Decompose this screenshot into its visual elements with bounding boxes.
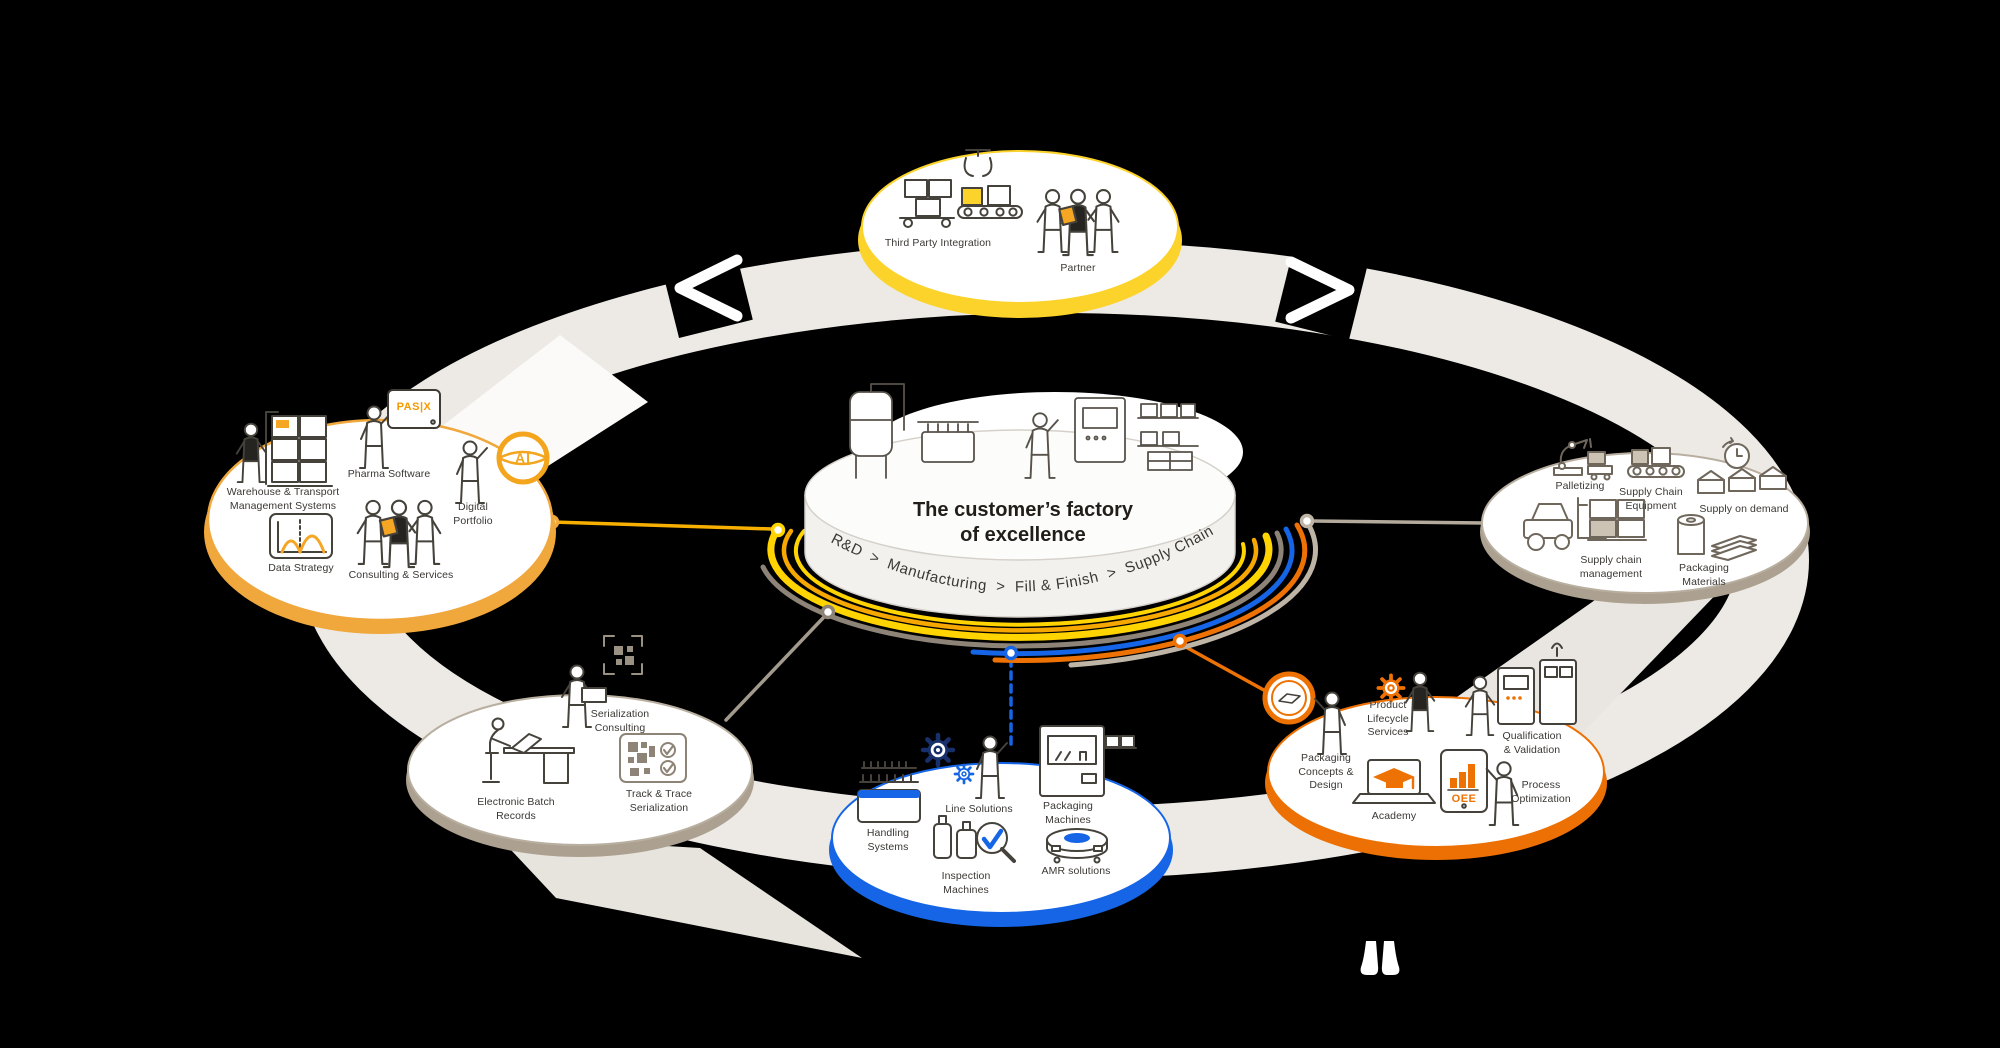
label-data-strategy: Data Strategy bbox=[268, 562, 334, 574]
track-trace-icon bbox=[619, 733, 687, 783]
label-process-optimization: Process Optimization bbox=[1511, 779, 1571, 805]
label-qualification-validation: Qualification & Validation bbox=[1502, 730, 1562, 756]
label-packaging-concepts: Packaging Concepts & Design bbox=[1298, 752, 1354, 792]
packaging-machines-icon bbox=[1039, 725, 1137, 797]
label-consulting-services: Consulting & Services bbox=[348, 569, 454, 581]
serialization-consulting-icon bbox=[561, 635, 643, 728]
supply-chain-equipment-icon bbox=[1627, 447, 1685, 478]
pharma-software-icon bbox=[359, 389, 441, 469]
factory-title: The customer’s factory of excellence bbox=[912, 499, 1134, 546]
legs-icon bbox=[1360, 941, 1400, 975]
beam-serialization bbox=[498, 836, 862, 958]
warehouse-icon bbox=[235, 411, 333, 487]
label-supply-chain-management: Supply chain management bbox=[1579, 554, 1643, 580]
circle-software bbox=[204, 389, 556, 634]
data-strategy-icon bbox=[269, 513, 333, 559]
factory-arcs bbox=[760, 519, 1318, 668]
packaging-materials-icon bbox=[1677, 514, 1757, 561]
label-line-solutions: Line Solutions bbox=[945, 803, 1013, 815]
label-handling-systems: Handling Systems bbox=[866, 827, 910, 853]
label-packaging-materials: Packaging Materials bbox=[1679, 562, 1729, 588]
supply-on-demand-icon bbox=[1697, 437, 1787, 494]
academy-icon bbox=[1352, 759, 1436, 804]
factory-cylinder: R&D > Manufacturing > Fill & Finish > Su… bbox=[804, 383, 1243, 618]
digital-portfolio-icon bbox=[455, 431, 550, 504]
ai-badge-text: AI bbox=[515, 450, 531, 466]
connector-services bbox=[1182, 644, 1273, 696]
handling-systems-icon bbox=[857, 761, 921, 823]
label-supply-on-demand: Supply on demand bbox=[1699, 503, 1789, 515]
oee-text: OEE bbox=[1451, 793, 1477, 805]
third-party-integration-icon bbox=[899, 149, 1023, 228]
supply-chain-management-icon bbox=[1523, 497, 1647, 551]
label-product-lifecycle: Product Lifecycle Services bbox=[1367, 699, 1409, 739]
label-inspection-machines: Inspection Machines bbox=[941, 870, 991, 896]
inspection-machines-icon bbox=[933, 815, 1016, 863]
qualification-validation-icon bbox=[1464, 642, 1577, 737]
label-supply-chain-equipment: Supply Chain Equipment bbox=[1619, 486, 1683, 512]
label-pharma-software: Pharma Software bbox=[347, 468, 431, 480]
electronic-batch-records-icon bbox=[482, 717, 575, 784]
label-partner: Partner bbox=[1060, 262, 1096, 274]
label-serialization-consulting: Serialization Consulting bbox=[590, 708, 650, 734]
label-packaging-machines: Packaging Machines bbox=[1043, 800, 1093, 826]
connector-serialization bbox=[724, 615, 826, 722]
circle-machines bbox=[829, 725, 1173, 927]
amr-solutions-icon bbox=[1046, 828, 1108, 864]
ring-arrow-left-icon bbox=[674, 254, 743, 322]
label-third-party-integration: Third Party Integration bbox=[884, 237, 992, 249]
label-academy: Academy bbox=[1371, 810, 1417, 822]
connector-supply bbox=[1311, 519, 1486, 525]
oee-tablet-icon bbox=[1440, 749, 1520, 826]
circle-partner bbox=[858, 149, 1182, 318]
label-warehouse: Warehouse & Transport Management Systems bbox=[226, 486, 340, 512]
connector-software bbox=[550, 520, 774, 531]
label-palletizing: Palletizing bbox=[1555, 480, 1605, 492]
ring-arrow-right-icon bbox=[1285, 256, 1355, 324]
label-digital-portfolio: Digital Portfolio bbox=[453, 501, 493, 527]
circle-serialization bbox=[406, 635, 754, 857]
circle-supply bbox=[1480, 437, 1810, 604]
label-track-trace: Track & Trace Serialization bbox=[625, 788, 693, 814]
label-electronic-batch-records: Electronic Batch Records bbox=[477, 796, 555, 822]
label-amr-solutions: AMR solutions bbox=[1041, 865, 1111, 877]
pasx-screen-text: PAS|X bbox=[396, 401, 432, 413]
packaging-concepts-icon bbox=[1262, 671, 1347, 755]
circle-services bbox=[1262, 642, 1607, 860]
palletizing-icon bbox=[1553, 438, 1613, 481]
factory-illustration-icon bbox=[849, 383, 1199, 479]
